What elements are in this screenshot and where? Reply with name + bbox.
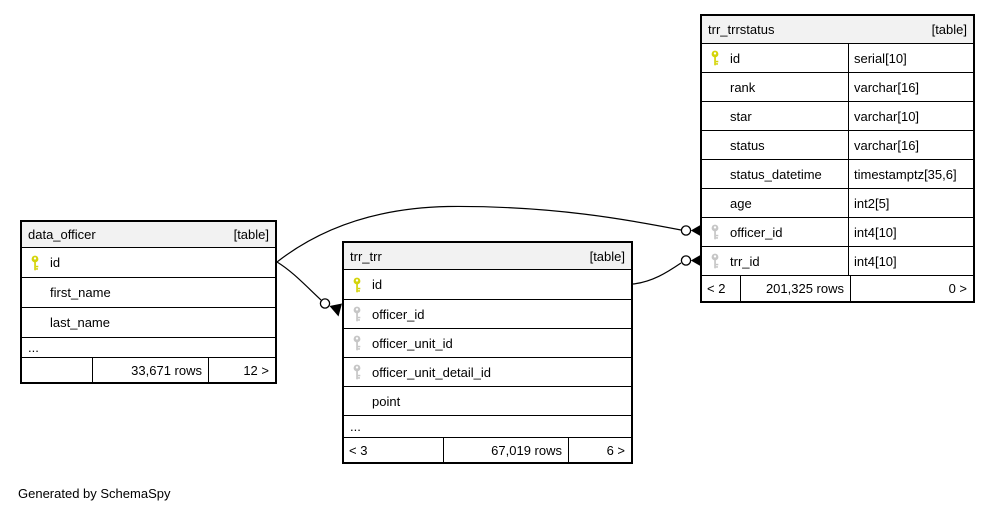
foreign-key-icon [709,224,722,240]
column-name: officer_id [372,306,425,322]
column-row-id: id [344,270,631,300]
key-icon [29,315,42,331]
ellipsis-label: ... [28,340,39,355]
column-name: last_name [50,315,110,330]
column-name: star [730,108,752,124]
foreign-key-icon [709,253,722,269]
arrowhead [690,255,700,266]
table-footer: < 2 201,325 rows 0 > [702,276,973,301]
table-trr-trrstatus[interactable]: trr_trrstatus [table] id serial[10] rank… [700,14,975,303]
table-footer: 33,671 rows 12 > [22,358,275,382]
column-row-id: id [22,248,275,278]
column-type: varchar[16] [848,73,973,101]
table-header[interactable]: data_officer [table] [22,222,275,248]
key-icon [709,79,722,95]
table-header[interactable]: trr_trrstatus [table] [702,16,973,44]
column-name: first_name [50,285,111,300]
cardinality-circle [319,298,331,309]
table-header[interactable]: trr_trr [table] [344,243,631,270]
column-row-officer-unit-detail-id: officer_unit_detail_id [344,358,631,387]
column-row-officer-unit-id: officer_unit_id [344,329,631,358]
column-type: int2[5] [848,189,973,217]
table-trr-trr[interactable]: trr_trr [table] id officer_id [342,241,633,464]
column-name: id [372,277,383,292]
primary-key-icon [351,277,364,293]
column-type: varchar[10] [848,102,973,130]
generated-by-note: Generated by SchemaSpy [18,486,171,501]
column-row-first-name: first_name [22,278,275,308]
column-name: officer_unit_id [372,335,453,351]
column-name: id [730,50,741,66]
table-footer: < 3 67,019 rows 6 > [344,438,631,462]
footer-children-count: < 3 [349,442,368,458]
column-type: serial[10] [848,44,973,72]
column-type: int4[10] [848,218,973,246]
connector-trrtrr-trrstatus [632,255,700,285]
hidden-columns-row: ... [22,338,275,358]
column-row-rank: rank varchar[16] [702,73,973,102]
column-row-officer-id: officer_id [344,300,631,329]
footer-parents-count: 0 > [850,276,973,301]
primary-key-icon [709,50,722,66]
table-title: trr_trrstatus [708,22,775,37]
column-row-point: point [344,387,631,416]
table-title: trr_trr [350,248,382,264]
column-type: int4[10] [848,247,973,275]
column-row-status-datetime: status_datetime timestamptz[35,6] [702,160,973,189]
column-row-id: id serial[10] [702,44,973,73]
table-data-officer[interactable]: data_officer [table] id first_name [20,220,277,384]
cardinality-circle [680,225,692,236]
column-row-last-name: last_name [22,308,275,338]
table-type-badge: [table] [589,248,625,264]
column-name: trr_id [730,253,760,269]
table-type-badge: [table] [233,227,269,242]
footer-row-count: 67,019 rows [443,438,568,462]
column-name: status_datetime [730,166,822,182]
footer-children-count [22,358,92,382]
foreign-key-icon [351,335,364,351]
column-row-officer-id: officer_id int4[10] [702,218,973,247]
column-name: officer_unit_detail_id [372,364,492,380]
footer-children-count: < 2 [707,281,726,296]
column-type: varchar[16] [848,131,973,159]
footer-parents-count: 6 > [568,438,631,462]
footer-parents-count: 12 > [208,358,275,382]
key-icon [709,137,722,153]
arrowhead [329,303,342,317]
footer-row-count: 33,671 rows [92,358,208,382]
column-type: timestamptz[35,6] [848,160,973,188]
table-type-badge: [table] [931,22,967,37]
connector-dataofficer-trrtrr [276,261,342,317]
arrowhead [690,225,700,236]
column-name: rank [730,79,756,95]
table-title: data_officer [28,227,96,242]
column-row-star: star varchar[10] [702,102,973,131]
foreign-key-icon [351,364,364,380]
column-name: id [50,255,61,270]
column-name: status [730,137,765,153]
foreign-key-icon [351,306,364,322]
column-row-status: status varchar[16] [702,131,973,160]
column-row-trr-id: trr_id int4[10] [702,247,973,276]
column-name: point [372,393,401,409]
key-icon [709,166,722,182]
primary-key-icon [29,255,42,271]
cardinality-circle [680,255,692,266]
key-icon [709,108,722,124]
column-name: age [730,195,752,211]
key-icon [351,393,364,409]
key-icon [29,285,42,301]
column-row-age: age int2[5] [702,189,973,218]
key-icon [709,195,722,211]
hidden-columns-row: ... [344,416,631,438]
ellipsis-label: ... [350,419,361,434]
column-name: officer_id [730,224,783,240]
footer-row-count: 201,325 rows [740,276,850,301]
